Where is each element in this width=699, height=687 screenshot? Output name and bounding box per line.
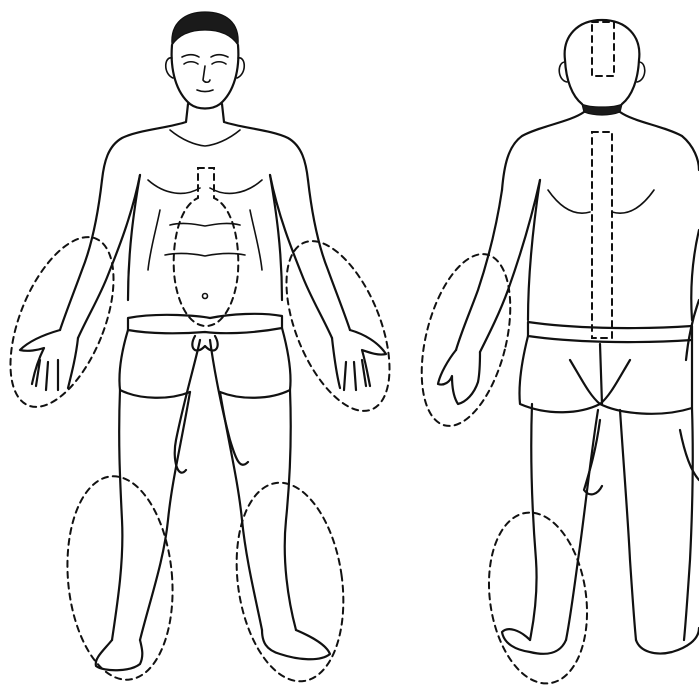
front-pecs: [148, 130, 262, 193]
front-leg-right: [220, 390, 296, 630]
front-torso: [128, 175, 282, 300]
front-eyes: [184, 62, 226, 64]
front-figure: [20, 12, 386, 670]
front-arm-right: [270, 175, 350, 338]
front-navel: [203, 294, 208, 299]
back-spine-region: [592, 132, 612, 338]
front-foot-right: [262, 630, 330, 659]
back-left-forearm-region: [406, 245, 526, 435]
back-shoulders: [502, 112, 699, 190]
front-mouth: [197, 90, 213, 92]
back-foot-left: [502, 629, 566, 654]
back-belt: [528, 322, 692, 342]
front-left-forearm-region: [0, 223, 135, 421]
back-highlight-regions: [406, 22, 614, 687]
front-nose: [203, 66, 210, 82]
back-left-leg-region: [478, 506, 597, 687]
back-figure: [438, 20, 699, 654]
back-head-crown-region: [592, 22, 614, 76]
front-hand-right: [332, 330, 386, 390]
back-sash: [584, 420, 699, 494]
front-foot-left: [96, 640, 143, 670]
front-right-forearm-region: [265, 227, 410, 425]
front-neck-shoulders: [102, 104, 308, 180]
front-chest-abdomen-region: [174, 168, 239, 326]
back-shoulder-blades: [548, 190, 654, 213]
front-eyebrows: [182, 55, 228, 57]
back-head: [565, 20, 640, 104]
front-cloth: [119, 328, 290, 398]
front-highlight-regions: [0, 168, 411, 687]
front-abs: [148, 210, 262, 270]
back-cloth: [519, 336, 692, 414]
front-hair: [172, 12, 238, 45]
back-foot-right: [636, 628, 699, 654]
front-head: [172, 45, 239, 109]
back-hair: [582, 104, 622, 115]
back-torso: [528, 180, 699, 320]
front-arm-left: [60, 175, 140, 338]
back-ears: [559, 62, 645, 82]
back-hand-left: [438, 350, 480, 404]
front-sash: [175, 336, 248, 473]
front-belt: [128, 314, 282, 333]
front-right-leg-region: [225, 476, 356, 687]
front-hand-left: [20, 330, 78, 390]
